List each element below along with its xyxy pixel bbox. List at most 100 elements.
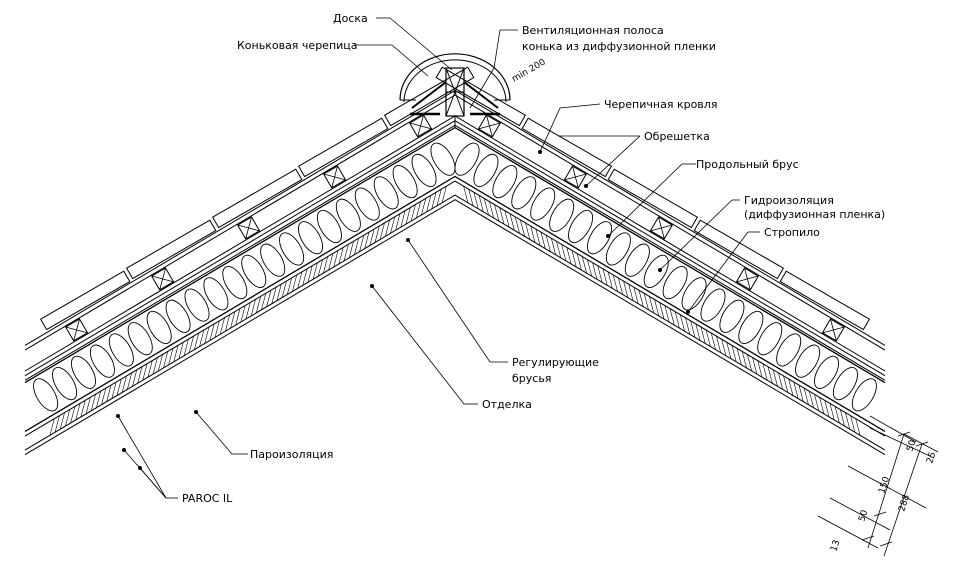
hatch-stroke: [762, 363, 768, 381]
hatch-stroke: [463, 186, 469, 203]
hatch-stroke: [535, 228, 541, 246]
insulation-loop: [643, 254, 669, 288]
roof-tile: [693, 219, 785, 280]
hatch-stroke: [592, 262, 598, 280]
hatch-stroke: [59, 412, 65, 430]
hatch-stroke: [731, 345, 737, 362]
hatch-stroke: [204, 326, 210, 344]
hatch-stroke: [116, 378, 122, 396]
insulation-loop: [776, 333, 802, 367]
insulation-loop: [530, 187, 556, 221]
insulation-loop: [700, 288, 726, 322]
insulation-loop: [184, 288, 210, 322]
hatch-stroke: [281, 281, 287, 298]
hatch-stroke: [90, 394, 96, 411]
insulation-loop: [203, 277, 229, 311]
hatch-stroke: [850, 415, 856, 433]
hatch-stroke: [700, 326, 706, 344]
hatch-stroke: [649, 296, 654, 313]
insulation-loop: [70, 355, 96, 389]
hatch-stroke: [509, 213, 515, 231]
hatch-stroke: [359, 235, 365, 252]
hatch-stroke: [618, 277, 623, 295]
hatch-stroke: [824, 400, 830, 417]
hatch-stroke: [75, 403, 81, 421]
hatch-stroke: [209, 323, 215, 341]
hatch-stroke: [726, 342, 732, 359]
batten-box: [236, 216, 261, 240]
hatch-stroke: [436, 189, 442, 206]
insulation-loop: [392, 165, 418, 199]
hatch-stroke: [292, 274, 298, 292]
hatch-stroke: [494, 204, 500, 222]
insulation-layer: [33, 142, 877, 412]
hatch-stroke: [307, 265, 313, 283]
hatch-stroke: [571, 250, 577, 268]
label-tile-roof: Черепичная кровля: [604, 98, 717, 111]
hatch-stroke: [235, 308, 241, 326]
insulation-loop: [757, 322, 783, 356]
hatch-stroke: [839, 409, 845, 427]
hatch-stroke: [390, 216, 396, 234]
roof-tiles: [39, 66, 871, 331]
insulation-loop: [568, 209, 594, 244]
hatch-stroke: [581, 256, 587, 274]
hatch-stroke: [834, 406, 840, 424]
hatch-stroke: [328, 253, 334, 271]
dim-50-top: 50: [905, 439, 918, 453]
insulation-loop: [511, 176, 537, 210]
hatch-stroke: [757, 360, 763, 378]
hatch-stroke: [607, 271, 613, 289]
roof-layer-line: [24, 94, 886, 351]
hatch-stroke: [168, 348, 174, 365]
roof-layer-line: [24, 199, 886, 456]
hatch-stroke: [106, 385, 112, 402]
hatch-stroke: [597, 265, 603, 283]
hatch-stroke: [96, 391, 101, 408]
batten-box: [408, 114, 433, 138]
batten-box: [821, 318, 846, 342]
hatch-stroke: [540, 232, 546, 249]
hatch-stroke: [638, 290, 644, 307]
hatch-stroke: [545, 235, 551, 252]
hatch-stroke: [587, 259, 593, 277]
hatch-stroke: [643, 293, 649, 310]
hatch-stroke: [736, 348, 742, 365]
roof-layer-line: [24, 180, 886, 437]
label-battens: Обрешетка: [644, 130, 710, 143]
insulation-loop: [586, 221, 612, 255]
insulation-loop: [851, 378, 877, 412]
hatch-stroke: [245, 302, 251, 320]
hatch-stroke: [214, 320, 220, 338]
leader-dots: [116, 150, 690, 470]
hatch-stroke: [855, 418, 861, 436]
roof-tile: [521, 117, 613, 178]
batten-box: [649, 216, 674, 240]
hatch-stroke: [767, 366, 773, 384]
insulation-loop: [605, 232, 631, 266]
leader-lines: [117, 17, 760, 499]
hatch-stroke: [793, 381, 799, 399]
hatch-stroke: [716, 336, 722, 353]
dimension-texts: 50 25 150 288 50 13: [829, 439, 938, 553]
roof-section-drawing: [24, 17, 939, 557]
dimension-lines: [817, 415, 939, 557]
insulation-loop: [473, 153, 499, 187]
hatch-stroke: [741, 351, 747, 369]
batten-box: [150, 267, 175, 291]
label-ridge-tile: Коньковая черепица: [237, 39, 358, 52]
roof-tile: [125, 219, 217, 280]
hatch-stroke: [520, 219, 525, 237]
insulation-loop: [279, 232, 305, 266]
insulation-loop: [624, 243, 650, 277]
roof-layers: [24, 89, 886, 456]
batten-box: [322, 165, 347, 189]
hatch-stroke: [276, 284, 282, 301]
insulation-loop: [33, 378, 59, 412]
dim-150: 150: [877, 475, 892, 495]
label-adjusting-bars-2: брусья: [512, 372, 551, 385]
hatch-stroke: [173, 345, 179, 362]
hatch-stroke: [525, 222, 531, 240]
hatch-stroke: [287, 277, 292, 295]
